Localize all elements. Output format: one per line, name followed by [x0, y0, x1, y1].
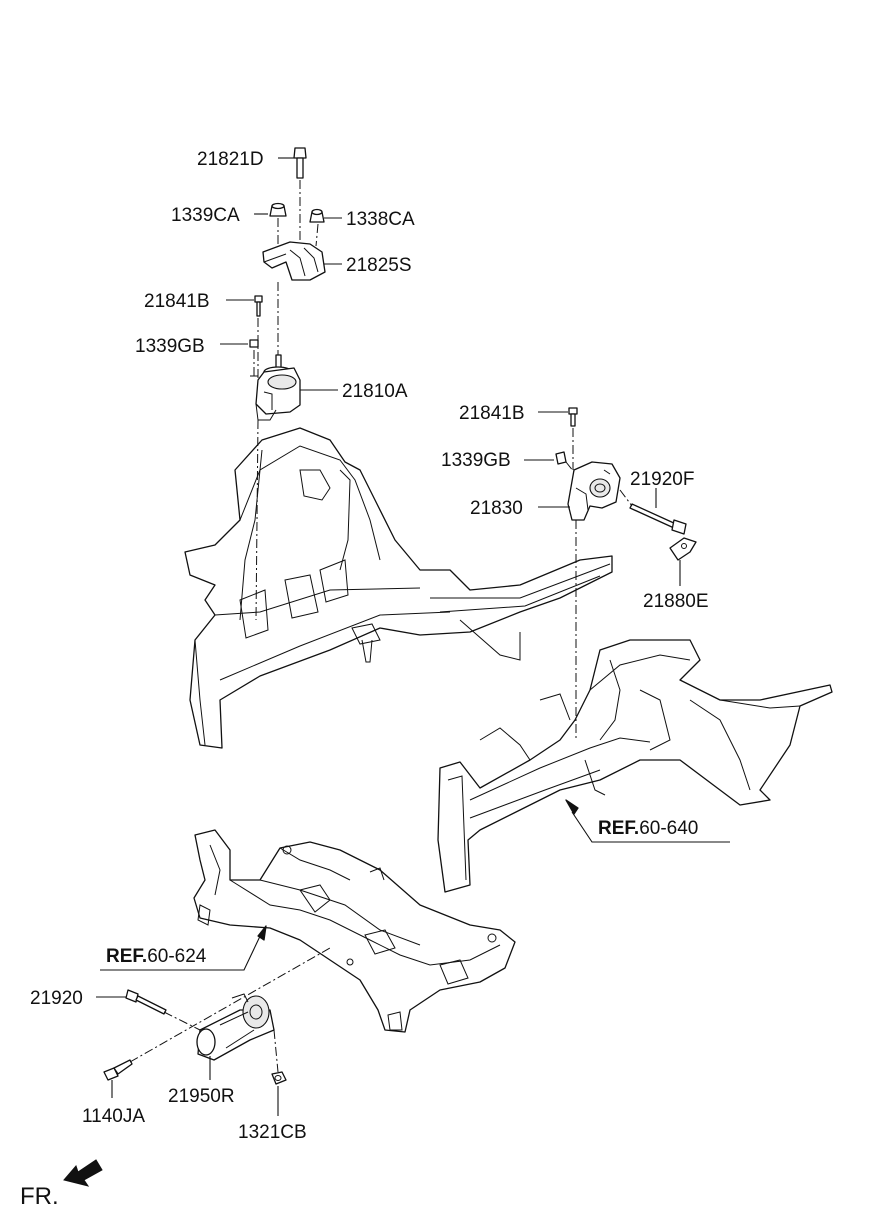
- label-21810A: 21810A: [342, 381, 408, 402]
- label-1339GB-top: 1339GB: [135, 336, 205, 357]
- label-21841B-top: 21841B: [144, 291, 210, 312]
- left-front-side-member: [184, 427, 613, 749]
- nut-1321CB: [271, 1071, 287, 1085]
- bracket-21825S: [262, 241, 326, 281]
- label-21920F: 21920F: [630, 469, 694, 490]
- label-21821D: 21821D: [197, 149, 264, 170]
- leader-lines: [96, 157, 730, 1116]
- nut-1339GB-top: [249, 339, 259, 348]
- label-fr: FR.: [20, 1183, 59, 1210]
- label-1321CB: 1321CB: [238, 1122, 307, 1143]
- label-1339CA: 1339CA: [171, 205, 240, 226]
- front-direction-indicator: FR.: [20, 1159, 103, 1210]
- bolt-21821D: [293, 147, 307, 179]
- label-21830: 21830: [470, 498, 523, 519]
- label-21950R: 21950R: [168, 1086, 235, 1107]
- label-1140JA: 1140JA: [82, 1106, 145, 1127]
- mount-21810A: [250, 354, 301, 421]
- ref-60-640-number: 60-640: [639, 818, 698, 839]
- bracket-21880E: [669, 537, 697, 561]
- bolt-21841B-top: [254, 295, 263, 317]
- label-1339GB-right: 1339GB: [441, 450, 511, 471]
- assembly-lines: [129, 180, 633, 1073]
- label-21920: 21920: [30, 988, 83, 1009]
- ref-60-624-number: 60-624: [147, 946, 207, 967]
- nut-1339CA: [269, 202, 287, 217]
- nut-1338CA: [309, 208, 325, 223]
- nut-1339GB-right: [555, 451, 567, 465]
- label-1338CA: 1338CA: [346, 209, 415, 230]
- mount-21830: [567, 461, 621, 521]
- ref-60-624: REF.60-624: [106, 946, 207, 967]
- bolt-21841B-right: [568, 407, 578, 427]
- ref-60-624-prefix: REF.: [106, 946, 147, 967]
- bolt-1140JA: [103, 1059, 133, 1081]
- bolt-21920: [125, 989, 167, 1015]
- ref-60-640-prefix: REF.: [598, 818, 639, 839]
- front-arrow-icon: [63, 1159, 103, 1187]
- label-21841B-right: 21841B: [459, 403, 525, 424]
- bolt-21920F: [629, 503, 687, 535]
- roll-rod-21950R: [196, 993, 275, 1061]
- ref-60-640: REF.60-640: [598, 818, 698, 839]
- label-21880E: 21880E: [643, 591, 709, 612]
- right-front-side-member: [437, 639, 833, 893]
- label-21825S: 21825S: [346, 255, 412, 276]
- sub-frame: [193, 829, 516, 1033]
